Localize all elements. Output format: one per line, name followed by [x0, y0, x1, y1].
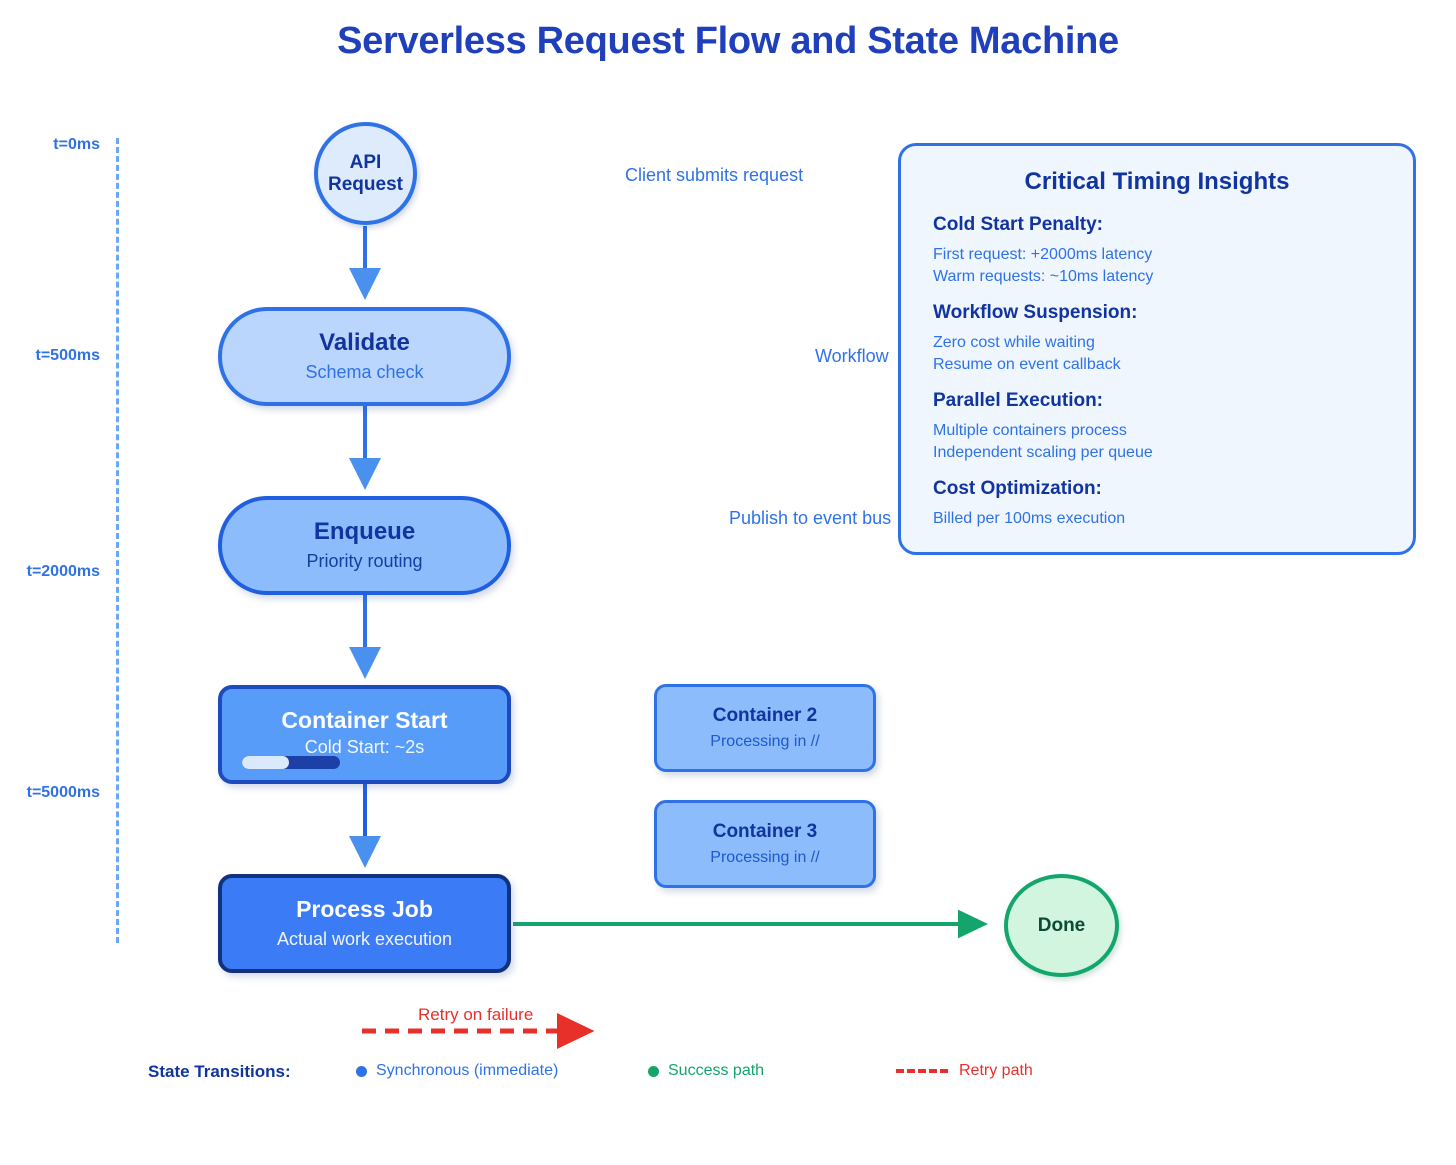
insights-panel-title: Critical Timing Insights	[1024, 168, 1290, 195]
node-api-request[interactable]: API Request	[314, 122, 417, 225]
critical-timing-insights-panel: Critical Timing Insights Cold Start Pena…	[898, 143, 1416, 555]
page-title: Serverless Request Flow and State Machin…	[337, 20, 1119, 62]
insight-group-cold-start: Cold Start Penalty: First request: +2000…	[933, 214, 1381, 288]
node-container-2-title: Container 2	[712, 704, 818, 726]
insight-line: Zero cost while waiting	[933, 334, 1095, 352]
legend-dashed-line-icon	[896, 1069, 948, 1073]
insight-line: Resume on event callback	[933, 356, 1121, 374]
insight-line: Warm requests: ~10ms latency	[933, 268, 1154, 286]
timeline-label-0: t=0ms	[53, 136, 100, 153]
node-api-request-title: API Request	[328, 152, 403, 195]
insight-line: First request: +2000ms latency	[933, 246, 1153, 263]
legend-dot-icon	[356, 1065, 367, 1077]
node-enqueue[interactable]: Enqueue Priority routing	[218, 496, 511, 595]
legend-item-label: Success path	[668, 1062, 765, 1079]
node-validate[interactable]: Validate Schema check	[218, 307, 511, 406]
edge-label-retry-on-failure: Retry on failure	[418, 1005, 534, 1024]
insight-heading: Parallel Execution:	[933, 390, 1104, 412]
node-enqueue-subtitle: Priority routing	[306, 550, 423, 571]
edge-label-publish-to-event-bus: Publish to event bus	[729, 508, 892, 528]
node-container-2-subtitle: Processing in //	[710, 733, 820, 751]
legend-item-synchronous: Synchronous (immediate)	[356, 1062, 558, 1080]
legend-item-label: Synchronous (immediate)	[376, 1062, 559, 1079]
node-validate-subtitle: Schema check	[305, 361, 424, 382]
edge-label-client-submits: Client submits request	[625, 165, 804, 185]
node-process-job-title: Process Job	[296, 895, 433, 922]
insight-line: Billed per 100ms execution	[933, 510, 1126, 528]
node-process-job-subtitle: Actual work execution	[276, 928, 453, 949]
insight-heading: Cold Start Penalty:	[933, 214, 1103, 235]
timeline-label-3: t=5000ms	[26, 784, 100, 801]
node-container-start-title: Container Start	[281, 707, 448, 734]
node-process-job[interactable]: Process Job Actual work execution	[218, 874, 511, 973]
node-enqueue-title: Enqueue	[313, 517, 416, 545]
legend-dot-icon	[648, 1065, 659, 1077]
timeline-label-2: t=2000ms	[26, 563, 100, 580]
node-done[interactable]: Done	[1004, 874, 1119, 977]
node-done-title: Done	[1037, 914, 1086, 936]
timeline-label-1: t=500ms	[35, 347, 101, 364]
timeline-axis	[116, 138, 119, 943]
node-container-start-subtitle: Cold Start: ~2s	[304, 737, 425, 758]
node-validate-title: Validate	[319, 328, 410, 356]
insight-heading: Workflow Suspension:	[933, 302, 1138, 324]
legend-item-retry-path: Retry path	[896, 1062, 1033, 1080]
cold-start-progress-fill	[242, 756, 290, 769]
insight-heading: Cost Optimization:	[933, 478, 1102, 500]
insight-group-workflow-suspension: Workflow Suspension: Zero cost while wai…	[933, 302, 1381, 376]
insight-line: Independent scaling per queue	[933, 444, 1153, 462]
legend-title: State Transitions:	[148, 1062, 291, 1081]
cold-start-progress-bar	[242, 756, 340, 769]
node-container-start[interactable]: Container Start Cold Start: ~2s	[218, 685, 511, 784]
edge-label-workflow: Workflow	[815, 346, 889, 366]
legend-item-label: Retry path	[959, 1062, 1033, 1079]
insight-group-cost-optimization: Cost Optimization: Billed per 100ms exec…	[933, 478, 1381, 530]
insight-group-parallel-execution: Parallel Execution: Multiple containers …	[933, 390, 1381, 464]
legend-item-success-path: Success path	[648, 1062, 764, 1080]
node-container-2[interactable]: Container 2 Processing in //	[654, 684, 876, 772]
node-container-3-subtitle: Processing in //	[710, 849, 820, 867]
insight-line: Multiple containers process	[933, 422, 1127, 440]
node-container-3[interactable]: Container 3 Processing in //	[654, 800, 876, 888]
legend: State Transitions: Synchronous (immediat…	[148, 1060, 1108, 1086]
node-container-3-title: Container 3	[712, 820, 818, 842]
